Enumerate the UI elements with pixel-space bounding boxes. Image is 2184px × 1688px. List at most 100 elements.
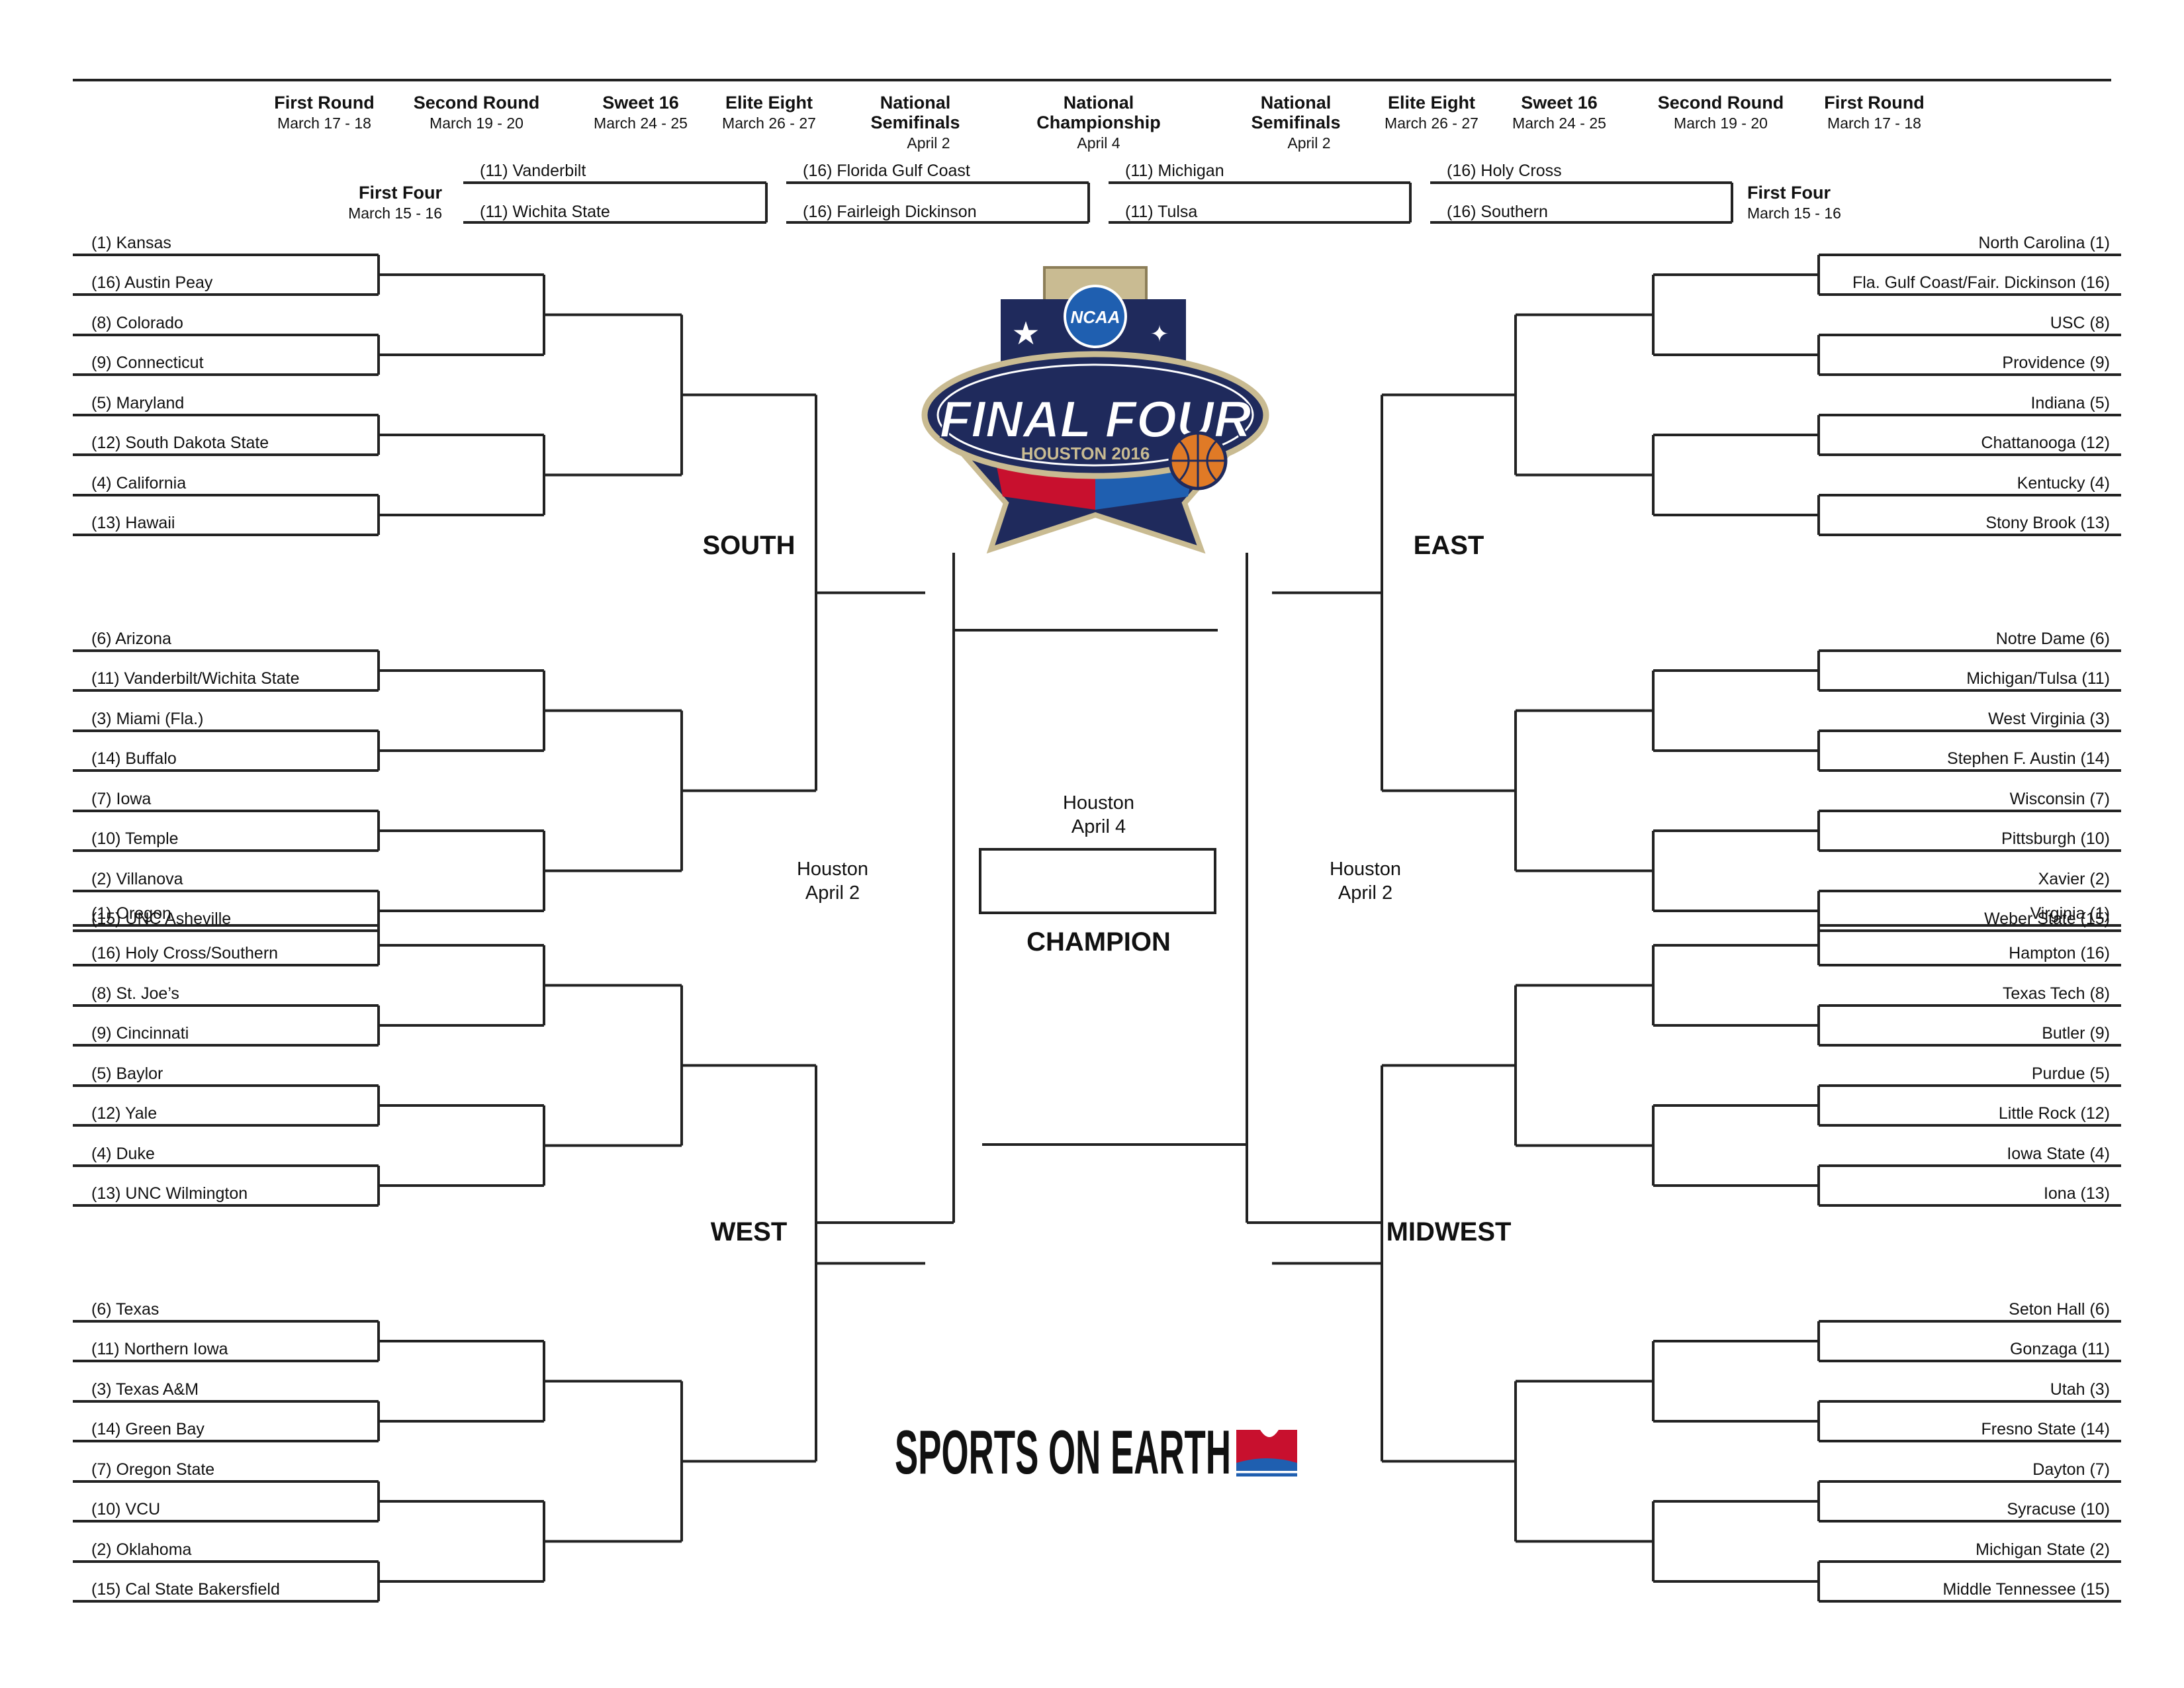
- round-header-date: March 19 - 20: [1674, 115, 1768, 132]
- team-label[interactable]: (14) Buffalo: [91, 749, 177, 768]
- first-four-team[interactable]: (11) Tulsa: [1125, 203, 1197, 221]
- team-label[interactable]: Providence (9): [2002, 353, 2110, 372]
- team-label[interactable]: (8) St. Joe’s: [91, 984, 179, 1003]
- team-label[interactable]: Virginia (1): [2030, 904, 2110, 923]
- team-label[interactable]: West Virginia (3): [1988, 710, 2110, 728]
- team-label[interactable]: (4) California: [91, 474, 186, 492]
- team-label[interactable]: (7) Oregon State: [91, 1460, 214, 1479]
- champion-label: CHAMPION: [1026, 927, 1171, 957]
- team-label[interactable]: (5) Baylor: [91, 1064, 163, 1083]
- round-header-title: Elite Eight: [1388, 93, 1475, 113]
- round-header-date: March 19 - 20: [430, 115, 523, 132]
- team-label[interactable]: Iowa State (4): [2007, 1145, 2110, 1163]
- team-label[interactable]: (16) Austin Peay: [91, 273, 213, 292]
- team-label[interactable]: (16) Holy Cross/Southern: [91, 944, 278, 962]
- logo-subtitle: HOUSTON 2016: [1021, 444, 1150, 463]
- team-label[interactable]: Xavier (2): [2038, 870, 2110, 888]
- team-label[interactable]: Chattanooga (12): [1981, 434, 2110, 452]
- team-label[interactable]: (1) Oregon: [91, 904, 171, 923]
- first-four-title-right: First Four: [1747, 183, 1831, 203]
- team-label[interactable]: (9) Cincinnati: [91, 1024, 189, 1043]
- team-label[interactable]: Fresno State (14): [1981, 1420, 2110, 1438]
- team-label[interactable]: Pittsburgh (10): [2001, 829, 2110, 848]
- team-label[interactable]: (10) VCU: [91, 1500, 160, 1519]
- team-label[interactable]: Michigan/Tulsa (11): [1966, 669, 2110, 688]
- round-header-date: March 24 - 25: [594, 115, 688, 132]
- champion-box[interactable]: [979, 848, 1216, 914]
- team-label[interactable]: (13) UNC Wilmington: [91, 1184, 248, 1203]
- team-label[interactable]: (15) UNC Asheville: [91, 910, 231, 928]
- team-label[interactable]: Butler (9): [2042, 1024, 2110, 1043]
- team-label[interactable]: Syracuse (10): [2007, 1500, 2110, 1519]
- round-header-title: Semifinals: [1251, 113, 1340, 132]
- team-label[interactable]: Notre Dame (6): [1996, 630, 2110, 648]
- team-label[interactable]: Utah (3): [2050, 1380, 2110, 1399]
- first-four-team[interactable]: (11) Wichita State: [480, 203, 610, 221]
- star-icon: ★: [1011, 316, 1040, 352]
- team-label[interactable]: Kentucky (4): [2017, 474, 2110, 492]
- team-label[interactable]: (11) Northern Iowa: [91, 1340, 228, 1358]
- team-label[interactable]: North Carolina (1): [1978, 234, 2110, 252]
- ncaa-seal-text: NCAA: [1070, 307, 1120, 327]
- team-label[interactable]: Michigan State (2): [1976, 1540, 2110, 1559]
- team-label[interactable]: Indiana (5): [2030, 394, 2110, 412]
- team-label[interactable]: Little Rock (12): [1999, 1104, 2110, 1123]
- team-label[interactable]: Seton Hall (6): [2009, 1300, 2110, 1319]
- team-label[interactable]: Wisconsin (7): [2010, 790, 2110, 808]
- team-label[interactable]: (10) Temple: [91, 829, 179, 848]
- round-header-title: Semifinals: [870, 113, 960, 132]
- region-name-midwest: MIDWEST: [1387, 1217, 1512, 1246]
- team-label[interactable]: (3) Miami (Fla.): [91, 710, 203, 728]
- team-label[interactable]: (11) Vanderbilt/Wichita State: [91, 669, 300, 688]
- first-four-team[interactable]: (16) Holy Cross: [1447, 162, 1562, 180]
- team-label[interactable]: (13) Hawaii: [91, 514, 175, 532]
- venue-date: April 2: [805, 882, 860, 904]
- first-four-team[interactable]: (11) Vanderbilt: [480, 162, 586, 180]
- team-label[interactable]: (5) Maryland: [91, 394, 184, 412]
- team-label[interactable]: (6) Arizona: [91, 630, 171, 648]
- team-label[interactable]: (8) Colorado: [91, 314, 183, 332]
- team-label[interactable]: (7) Iowa: [91, 790, 151, 808]
- team-label[interactable]: Fla. Gulf Coast/Fair. Dickinson (16): [1852, 273, 2110, 292]
- team-label[interactable]: (2) Oklahoma: [91, 1540, 192, 1559]
- team-label[interactable]: Purdue (5): [2032, 1064, 2110, 1083]
- team-label[interactable]: (15) Cal State Bakersfield: [91, 1580, 280, 1599]
- team-label[interactable]: Gonzaga (11): [2010, 1340, 2110, 1358]
- team-label[interactable]: (3) Texas A&M: [91, 1380, 199, 1399]
- round-header-date: March 17 - 18: [277, 115, 371, 132]
- team-label[interactable]: (2) Villanova: [91, 870, 183, 888]
- first-four-team[interactable]: (16) Fairleigh Dickinson: [803, 203, 977, 221]
- team-label[interactable]: Iona (13): [2044, 1184, 2110, 1203]
- team-label[interactable]: USC (8): [2050, 314, 2110, 332]
- round-header-date: April 2: [1287, 134, 1330, 152]
- final-four-logo: NCAA ★ ✦ FINAL FOUR HOUSTON 2016: [921, 266, 1269, 554]
- championship-header-title: National: [1064, 93, 1134, 113]
- team-label[interactable]: Middle Tennessee (15): [1943, 1580, 2110, 1599]
- team-label[interactable]: Stony Brook (13): [1985, 514, 2110, 532]
- team-labels: (1) Kansas (16) Austin Peay (8) Colorado (9…: [91, 234, 2110, 1599]
- team-label[interactable]: Hampton (16): [2009, 944, 2110, 962]
- team-label[interactable]: Texas Tech (8): [2003, 984, 2110, 1003]
- team-label[interactable]: Dayton (7): [2032, 1460, 2110, 1479]
- team-label[interactable]: (14) Green Bay: [91, 1420, 205, 1438]
- first-four-team[interactable]: (16) Florida Gulf Coast: [803, 162, 970, 180]
- team-label[interactable]: Weber State (15): [1984, 910, 2110, 928]
- flag-icon: [1236, 1430, 1297, 1477]
- team-label[interactable]: (9) Connecticut: [91, 353, 204, 372]
- team-label[interactable]: (6) Texas: [91, 1300, 159, 1319]
- team-label[interactable]: (12) South Dakota State: [91, 434, 269, 452]
- first-four-date-right: March 15 - 16: [1747, 205, 1841, 222]
- team-label[interactable]: (12) Yale: [91, 1104, 157, 1123]
- final-venue-city: Houston: [1063, 792, 1134, 814]
- first-four-team[interactable]: (11) Michigan: [1125, 162, 1224, 180]
- team-label[interactable]: (1) Kansas: [91, 234, 171, 252]
- team-label[interactable]: (4) Duke: [91, 1145, 155, 1163]
- basketball-icon: [1168, 431, 1228, 491]
- sparkle-icon: ✦: [1150, 322, 1169, 347]
- round-header-date: March 24 - 25: [1512, 115, 1606, 132]
- first-four-team[interactable]: (16) Southern: [1447, 203, 1548, 221]
- team-label[interactable]: Stephen F. Austin (14): [1947, 749, 2110, 768]
